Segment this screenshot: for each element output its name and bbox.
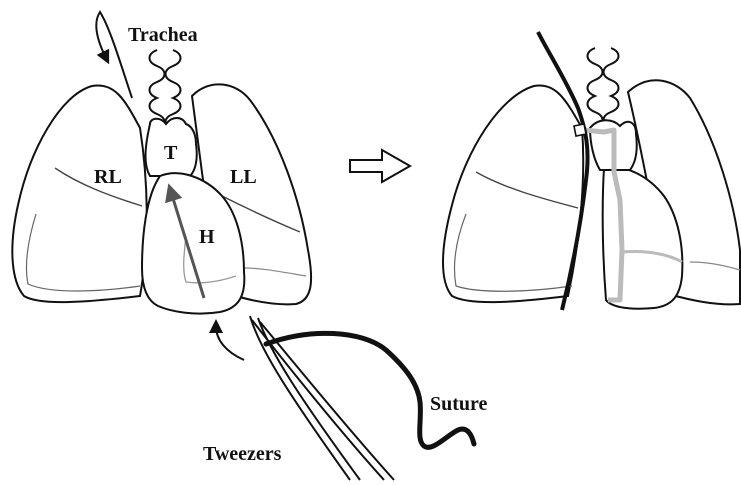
thymus-label: T (164, 142, 177, 165)
right-lung-right-panel (443, 85, 583, 302)
heart-label: H (199, 226, 215, 249)
suture-knot (574, 124, 586, 136)
transition-arrow (350, 150, 410, 182)
suture-label: Suture (430, 393, 487, 416)
heart-bottom-curved-arrow (216, 326, 244, 360)
right-lung-label: RL (94, 166, 122, 189)
left-panel (12, 12, 474, 480)
right-panel (443, 32, 740, 310)
tweezers-label: Tweezers (203, 443, 281, 466)
trachea-label: Trachea (128, 24, 198, 47)
right-lung (12, 85, 146, 302)
trachea-coil-right (588, 48, 619, 128)
left-lung-label: LL (230, 166, 257, 189)
